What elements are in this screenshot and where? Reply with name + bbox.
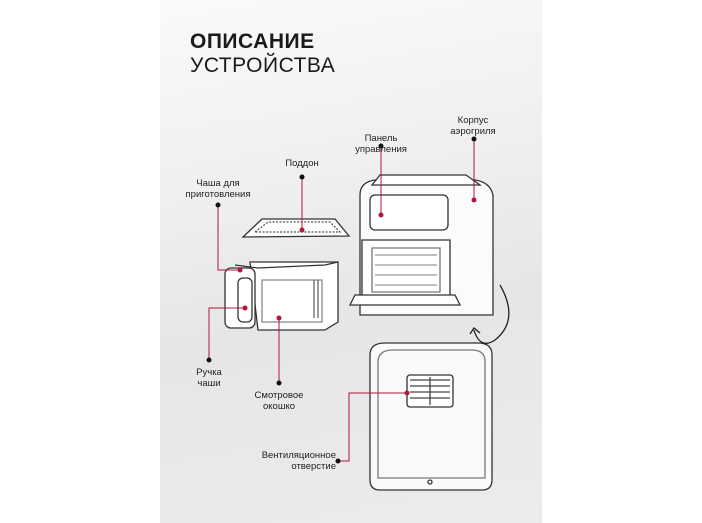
airfryer-back-drawing [369, 342, 493, 491]
label-body: Корпус аэрогриля [450, 115, 496, 137]
label-bowl: Чаша для приготовления [185, 178, 251, 200]
title-line-2: УСТРОЙСТВА [190, 54, 336, 77]
airfryer-unit-drawing [348, 174, 494, 316]
title-line-1: ОПИСАНИЕ [190, 30, 315, 53]
label-window: Смотровое окошко [254, 390, 304, 412]
leader-lines [208, 139, 475, 462]
label-handle: Ручка чаши [196, 367, 222, 389]
tray-drawing [241, 218, 351, 238]
leader-dots [206, 136, 477, 464]
label-tray: Поддон [285, 158, 319, 169]
basket-drawing [224, 261, 339, 331]
rotate-arrow [473, 284, 510, 344]
label-panel: Панель управления [355, 133, 407, 155]
label-vent: Вентиляционное отверстие [261, 450, 336, 472]
